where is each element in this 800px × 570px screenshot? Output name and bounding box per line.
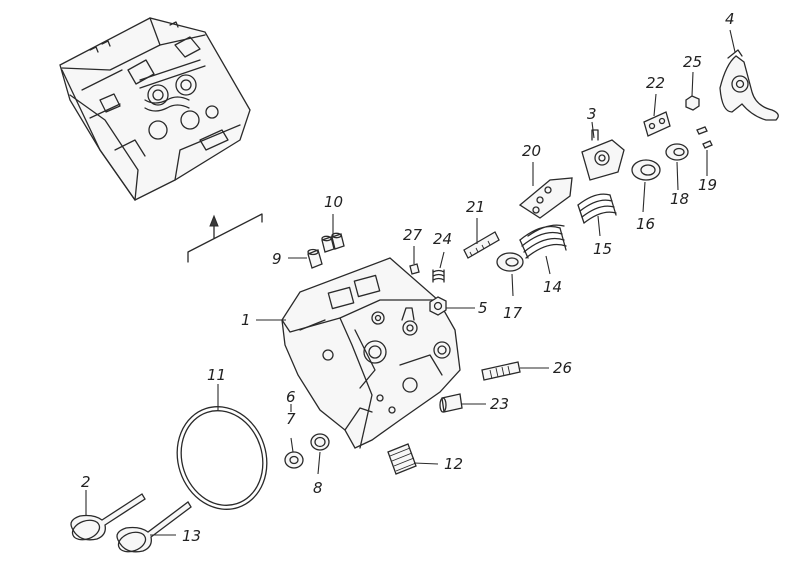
- part-2-valve: [70, 493, 146, 541]
- leader-lines: [85, 29, 736, 536]
- callout-12: 12: [444, 455, 463, 473]
- part-25-nut: [685, 95, 700, 111]
- callout-11: 11: [207, 366, 226, 384]
- callout-8: 8: [313, 479, 323, 497]
- part-3-rocker-support: [581, 129, 625, 181]
- callout-10: 10: [324, 193, 343, 211]
- part-27-pin: [409, 263, 420, 275]
- callout-20: 20: [522, 142, 541, 160]
- callout-27: 27: [403, 226, 423, 244]
- part-15-spring: [577, 193, 617, 224]
- callout-4: 4: [725, 10, 735, 28]
- callout-2: 2: [81, 473, 91, 491]
- part-23-plug: [439, 393, 463, 413]
- callout-15: 15: [593, 240, 612, 258]
- callout-7: 7: [286, 410, 296, 428]
- part-13-valve: [116, 501, 192, 553]
- callout-labels: 1 2 3 4 5 6 7 8 9 10 11 12 13 14 15 16 1…: [81, 10, 735, 545]
- assembled-head-view: [59, 17, 251, 201]
- part-21-stud: [463, 231, 500, 259]
- callout-16: 16: [636, 215, 655, 233]
- callout-6: 6: [286, 388, 296, 406]
- callout-24: 24: [433, 230, 452, 248]
- part-5-nut: [429, 296, 447, 316]
- callout-21: 21: [466, 198, 485, 216]
- callout-1: 1: [241, 311, 251, 329]
- part-24-spring: [432, 269, 445, 283]
- part-26-stud: [481, 361, 521, 381]
- callout-26: 26: [553, 359, 572, 377]
- view-direction-arrow: [187, 213, 263, 263]
- callout-23: 23: [490, 395, 509, 413]
- callout-13: 13: [182, 527, 201, 545]
- callout-19: 19: [698, 176, 717, 194]
- callout-22: 22: [646, 74, 665, 92]
- callout-5: 5: [478, 299, 488, 317]
- callout-18: 18: [670, 190, 689, 208]
- part-4-rocker-arm: [719, 49, 779, 121]
- part-18-washer: [665, 143, 689, 161]
- part-12-insert: [387, 443, 417, 475]
- callout-9: 9: [272, 250, 282, 268]
- part-19-clips: [696, 126, 713, 149]
- part-22-shaft: [643, 111, 671, 137]
- part-14-spring: [519, 224, 567, 259]
- part-7-seat: [284, 451, 304, 469]
- part-16-washer: [631, 159, 661, 181]
- part-20-bridge: [518, 177, 573, 219]
- cylinder-head: [281, 257, 461, 449]
- callout-3: 3: [587, 105, 597, 123]
- callout-17: 17: [503, 304, 523, 322]
- part-10-sleeves: [321, 232, 345, 253]
- part-17-washer: [496, 252, 524, 272]
- part-9-sleeve: [307, 248, 323, 269]
- callout-25: 25: [683, 53, 702, 71]
- part-11-gasket: [176, 406, 268, 510]
- callout-14: 14: [543, 278, 562, 296]
- part-8-ring: [310, 433, 330, 451]
